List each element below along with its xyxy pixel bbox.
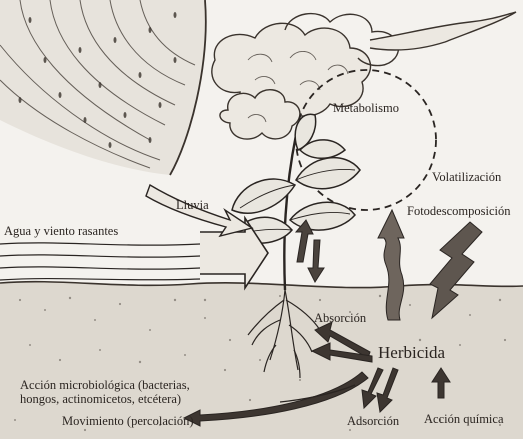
- label-absorcion: Absorción: [314, 311, 366, 325]
- label-movimiento: Movimiento (percolación): [62, 414, 194, 428]
- label-volatilizacion: Volatilización: [432, 170, 501, 184]
- label-accion-microbiologica: Acción microbiológica (bacterias, hongos…: [20, 378, 190, 406]
- label-accion-quimica: Acción química: [424, 412, 504, 426]
- label-metabolismo: Metabolismo: [333, 101, 399, 115]
- label-herbicida: Herbicida: [378, 344, 445, 362]
- clouds: [212, 12, 516, 139]
- label-agua-viento: Agua y viento rasantes: [4, 224, 118, 238]
- label-fotodescomposicion: Fotodescomposición: [407, 204, 510, 218]
- label-lluvia: Lluvia: [176, 198, 209, 212]
- rain-sky: [0, 0, 206, 175]
- label-adsorcion: Adsorción: [347, 414, 399, 428]
